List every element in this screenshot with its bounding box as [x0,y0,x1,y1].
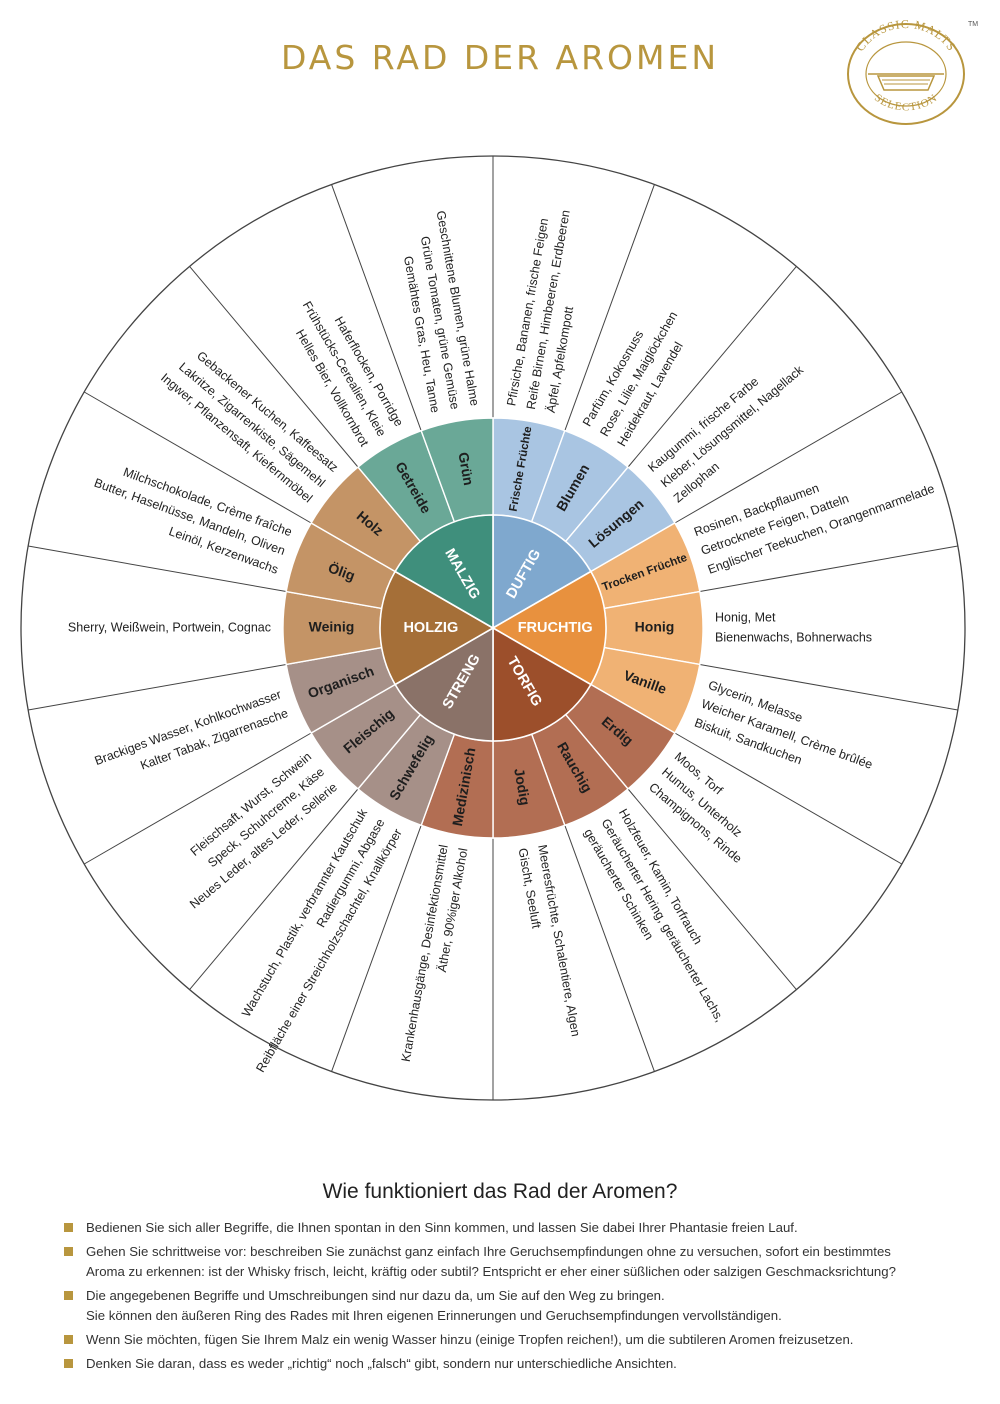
instruction-line: Die angegebenen Begriffe und Umschreibun… [86,1288,665,1303]
square-bullet-icon [64,1223,73,1232]
instruction-line: Wenn Sie möchten, fügen Sie Ihrem Malz e… [86,1332,854,1347]
middle-ring-label: Jodig [511,767,533,807]
instruction-item: Wenn Sie möchten, fügen Sie Ihrem Malz e… [64,1330,964,1350]
square-bullet-icon [64,1335,73,1344]
trademark-mark: TM [968,21,978,28]
outer-ring-divider [627,266,797,468]
outer-ring-divider [564,184,655,431]
square-bullet-icon [64,1247,73,1256]
instruction-item: Bedienen Sie sich aller Begriffe, die Ih… [64,1218,964,1238]
center-category-sector [379,570,495,686]
middle-ring-label: Grün [455,451,477,487]
outer-ring-divider [627,788,797,990]
outer-ring-divider [189,266,359,468]
outer-ring-divider [674,391,903,524]
center-category-label: FRUCHTIG [518,620,593,636]
outer-aroma-segment: Sherry, Weißwein, Portwein, Cognac [68,620,271,634]
center-category-sector [492,514,592,630]
middle-ring-label: Weinig [309,619,355,635]
outer-ring-divider [331,184,422,431]
instruction-line: Bedienen Sie sich aller Begriffe, die Ih… [86,1220,798,1235]
page-title: DAS RAD DER AROMEN [280,38,720,77]
instruction-item: Denken Sie daran, dass es weder „richtig… [64,1354,964,1374]
outer-ring-divider [28,545,287,593]
center-category-sector [394,514,494,630]
outer-ring-divider [83,391,312,524]
outer-ring-divider [189,788,359,990]
instruction-line: Aroma zu erkennen: ist der Whisky frisch… [86,1264,896,1279]
square-bullet-icon [64,1291,73,1300]
outer-ring-divider [699,663,958,711]
square-bullet-icon [64,1359,73,1368]
instruction-item: Die angegebenen Begriffe und Umschreibun… [64,1286,964,1326]
outer-ring-divider [699,545,958,593]
classic-malts-logo: CLASSIC MALTS SELECTION TM [847,17,978,125]
center-category-sector [491,570,607,686]
center-category-label: HOLZIG [403,620,458,636]
center-category-sector [492,626,592,742]
instructions-title: Wie funktioniert das Rad der Aromen? [322,1180,678,1203]
center-category-sector [394,626,494,742]
outer-ring-divider [28,663,287,711]
instructions-list: Bedienen Sie sich aller Begriffe, die Ih… [64,1218,964,1378]
middle-ring-label: Honig [635,619,675,635]
outer-ring-divider [331,825,422,1072]
outer-aroma-line: Bienenwachs, Bohnerwachs [715,630,872,644]
instruction-line: Denken Sie daran, dass es weder „richtig… [86,1356,677,1371]
outer-ring-divider [83,732,312,865]
instruction-line: Sie können den äußeren Ring des Rades mi… [86,1308,782,1323]
outer-ring-divider [564,825,655,1072]
instruction-line: Gehen Sie schrittweise vor: beschreiben … [86,1244,891,1259]
outer-ring-divider [674,732,903,865]
instruction-item: Gehen Sie schrittweise vor: beschreiben … [64,1242,964,1282]
outer-aroma-segment: Pfirsiche, Bananen, frische FeigenReife … [504,209,576,414]
outer-aroma-line: Honig, Met [715,610,776,624]
outer-aroma-line: Sherry, Weißwein, Portwein, Cognac [68,620,271,634]
